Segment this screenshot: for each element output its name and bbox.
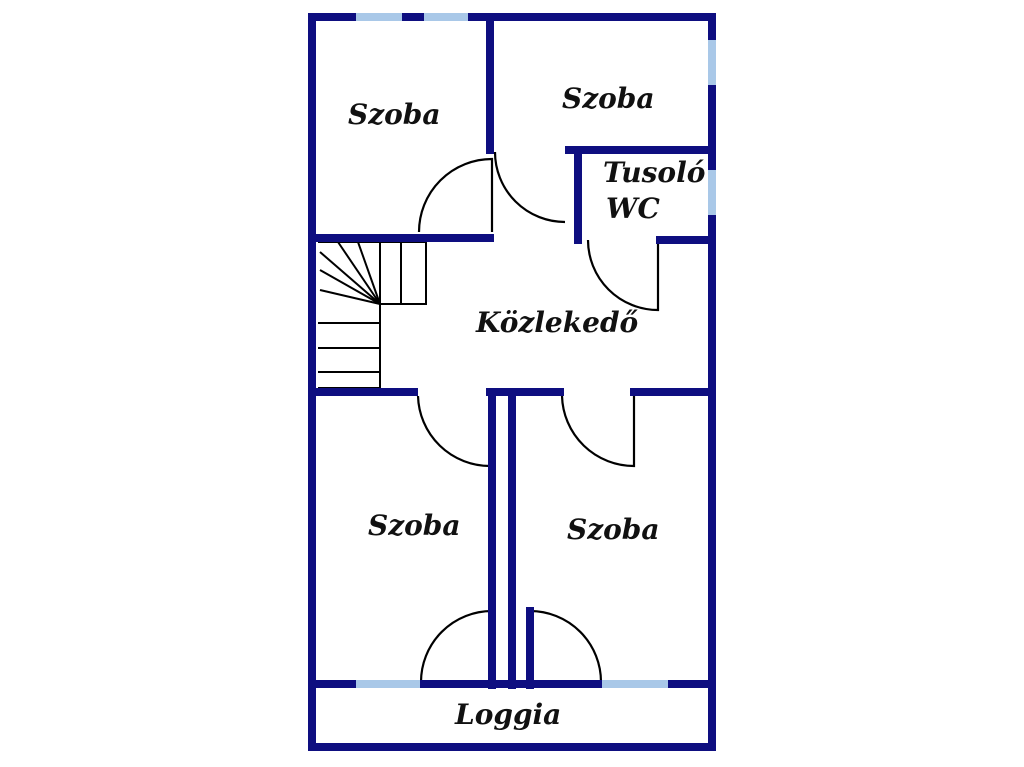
door-swing [529,609,603,683]
outer-wall [308,13,716,751]
stair-winder [357,241,381,305]
room-label-bottom-left: Szoba [368,509,461,542]
door-swing [417,157,494,233]
door-swing [560,395,636,468]
door-swing [493,151,566,224]
room-label-shower: Tusoló [603,156,705,189]
stair-winder [319,269,381,305]
door-swing [586,239,660,312]
room-label-top-right: Szoba [562,82,655,115]
room-label-loggia: Loggia [454,698,561,731]
room-labels: Szoba Szoba Tusoló WC Közlekedő Szoba Sz… [348,82,705,731]
staircase [318,241,427,389]
room-label-top-left: Szoba [348,98,441,131]
stair-winder [337,241,381,305]
stair-winder [319,251,381,305]
room-label-wc: WC [606,192,660,225]
room-label-corridor: Közlekedő [475,306,639,339]
door-swing [416,395,492,468]
room-label-bottom-right: Szoba [567,513,660,546]
windows [356,13,716,688]
stair-winder [319,289,381,305]
doors [416,151,660,683]
door-swing [419,609,494,683]
